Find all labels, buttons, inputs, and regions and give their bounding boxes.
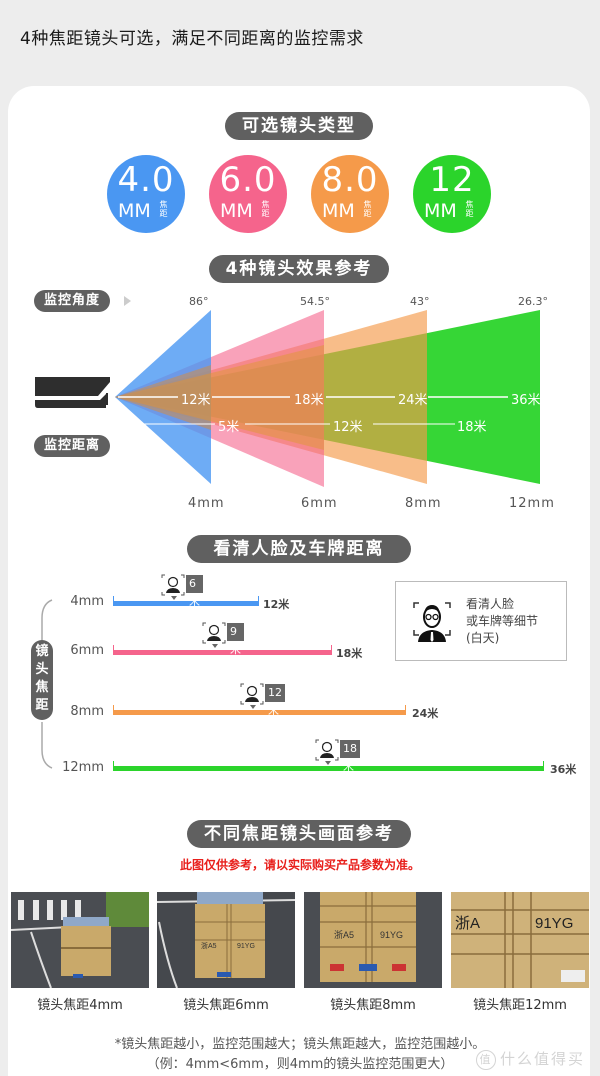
face-detail-icon [413,602,451,642]
section-title-lens-types: 可选镜头类型 [225,112,373,140]
angle-label-6mm: 54.5° [300,295,330,308]
lens-tag: 焦距 [363,200,372,218]
lens-tag: 焦距 [159,200,168,218]
lens-circle-6mm: 6.0 MM 焦距 [209,155,287,233]
distance-lower-1: 5米 [218,420,240,435]
watermark-badge: 值 [476,1049,496,1070]
range-bar-12mm [113,761,544,771]
focal-label-8mm: 8mm [405,496,442,511]
range-end-6mm: 18米 [336,647,363,660]
pointer-icon [171,596,177,600]
lens-unit: MM [424,200,457,222]
range-bar-6mm [113,645,332,655]
pointer-icon [325,761,331,765]
coverage-cones [35,310,540,487]
face-distance: 9米 [227,623,244,656]
legend-box: 看清人脸 或车牌等细节 (白天) [395,581,567,661]
distance-lower-3: 18米 [457,420,487,435]
row-label-4mm: 4mm [70,594,104,609]
page-title: 4种焦距镜头可选，满足不同距离的监控需求 [20,29,364,49]
footnote-line-1: *镜头焦距越小，监控范围越大；镜头焦距越大，监控范围越小。 [114,1037,486,1052]
lens-circle-12mm: 12 MM 焦距 [413,155,491,233]
legend-text: 看清人脸 或车牌等细节 (白天) [466,596,538,647]
bracket-line [41,599,53,769]
range-end-4mm: 12米 [263,598,290,611]
photo-4mm [11,892,149,988]
range-end-8mm: 24米 [412,707,439,720]
face-distance: 12米 [265,684,285,717]
range-end-12mm: 36米 [550,763,577,776]
vertical-label-text: 镜头焦距 [35,644,49,713]
focal-label-4mm: 4mm [188,496,225,511]
distance-upper-8mm: 24米 [398,393,428,408]
photo-caption-12mm: 镜头焦距12mm [473,998,567,1013]
photo-8mm: 浙A5 91YG [304,892,442,988]
legend-line-2: 或车牌等细节 [466,614,539,628]
footnote-line-2: （例：4mm<6mm，则4mm的镜头监控范围更大） [146,1057,454,1072]
range-bar-4mm [113,596,259,606]
section-title-effects: 4种镜头效果参考 [209,255,389,283]
photo-6mm: 浙A5 91YG [157,892,295,988]
lens-circle-8mm: 8.0 MM 焦距 [311,155,389,233]
lens-value: 6.0 [219,160,277,200]
truck-photo-4mm [11,892,149,988]
lens-value: 12 [429,160,475,200]
face-icon [202,622,226,644]
angle-label-4mm: 86° [189,295,209,308]
legend-line-1: 看清人脸 [466,597,515,611]
truck-photo-6mm: 浙A5 91YG [157,892,295,988]
lens-unit: MM [322,200,355,222]
distance-upper-4mm: 12米 [181,393,211,408]
pointer-icon [212,644,218,648]
face-icon [161,574,185,596]
focal-label-6mm: 6mm [301,496,338,511]
truck-photo-8mm: 浙A5 91YG [304,892,442,988]
distance-lower-2: 12米 [333,420,363,435]
range-bar-8mm [113,705,406,715]
focal-label-12mm: 12mm [509,496,555,511]
truck-photo-12mm: 浙A 91YG [451,892,589,988]
pointer-icon [250,705,256,709]
lens-unit: MM [118,200,151,222]
angle-label-12mm: 26.3° [518,295,548,308]
vertical-label-focal: 镜头焦距 [31,640,53,720]
lens-tag: 焦距 [261,200,270,218]
lens-value: 8.0 [321,160,379,200]
lens-value: 4.0 [117,160,175,200]
lens-tag: 焦距 [465,200,474,218]
legend-line-3: (白天) [466,631,500,645]
angle-pill: 监控角度 [34,290,111,312]
face-icon [315,739,339,761]
camera-icon [35,377,110,408]
face-distance: 6米 [186,575,203,608]
distance-upper-6mm: 18米 [294,393,324,408]
watermark-text: 什么值得买 [500,1050,586,1068]
section-title-face: 看清人脸及车牌距离 [187,535,411,563]
lens-unit: MM [220,200,253,222]
photo-caption-8mm: 镜头焦距8mm [330,998,416,1013]
row-label-12mm: 12mm [62,760,104,775]
distance-pill: 监控距离 [34,435,111,457]
plate-text: 91YG [380,930,403,940]
plate-text: 91YG [535,915,573,932]
disclaimer-text: 此图仅供参考，请以实际购买产品参数为准。 [179,858,420,872]
face-icon [240,683,264,705]
plate-text: 浙A [455,915,480,932]
section-title-views: 不同焦距镜头画面参考 [187,820,411,848]
photo-caption-4mm: 镜头焦距4mm [37,998,123,1013]
plate-text: 浙A5 [334,929,354,940]
angle-label-8mm: 43° [410,295,430,308]
plate-text: 浙A5 [201,941,217,950]
photo-caption-6mm: 镜头焦距6mm [183,998,269,1013]
row-label-6mm: 6mm [70,643,104,658]
row-label-8mm: 8mm [70,704,104,719]
plate-text: 91YG [237,943,255,950]
distance-upper-12mm: 36米 [511,393,541,408]
arrow-right-icon [124,296,131,306]
photo-12mm: 浙A 91YG [451,892,589,988]
face-distance: 18米 [340,740,360,773]
lens-circle-4mm: 4.0 MM 焦距 [107,155,185,233]
watermark: 值什么值得买 [476,1048,585,1070]
